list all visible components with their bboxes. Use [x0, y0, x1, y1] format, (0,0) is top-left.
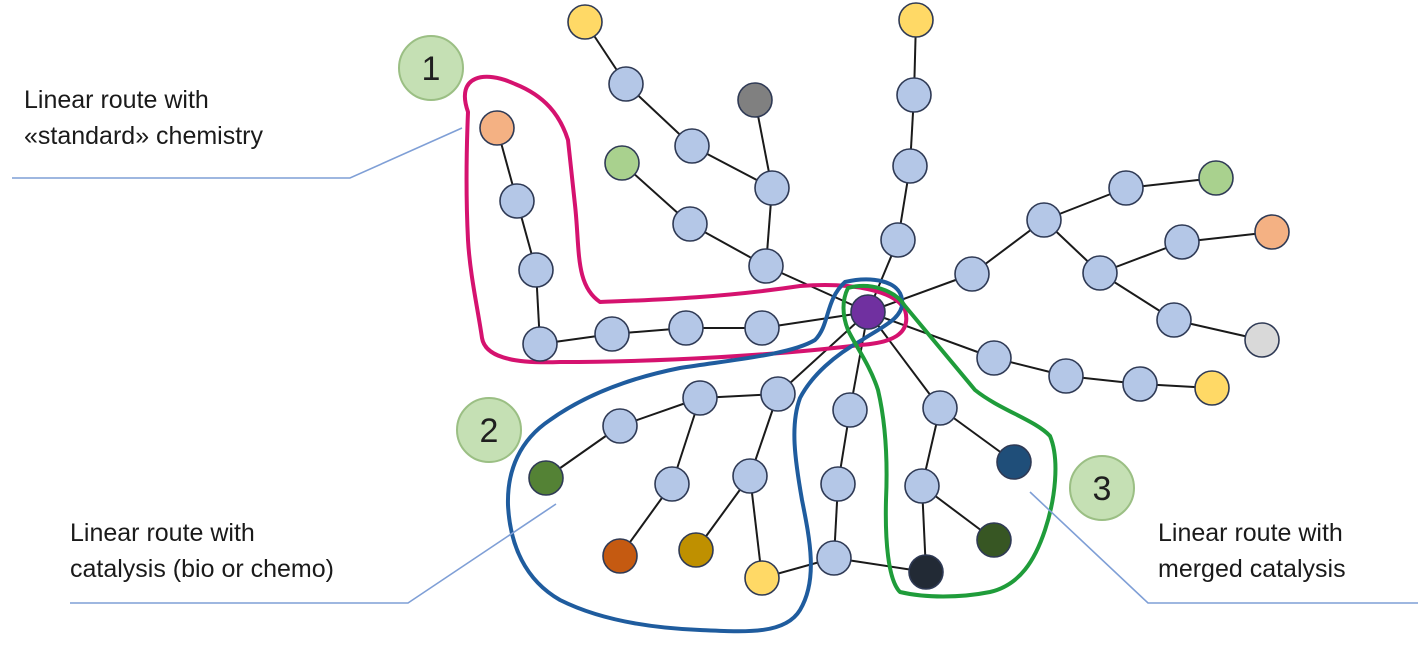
route-2-label-line-2: catalysis (bio or chemo)	[70, 555, 334, 583]
route-1-label: Linear route with «standard» chemistry	[24, 82, 263, 154]
node-g1	[922, 390, 958, 426]
node-g4	[976, 522, 1012, 558]
node-a6	[1164, 224, 1200, 260]
node-b8	[678, 532, 714, 568]
node-b1	[760, 376, 796, 412]
network-nodes	[479, 2, 1290, 596]
node-g5	[908, 554, 944, 590]
badge-3: 3	[1069, 455, 1135, 521]
node-u1	[748, 248, 784, 284]
badge-2-circle	[456, 397, 522, 463]
badge-1-text: 1	[422, 50, 441, 88]
route-3-label-line-2: merged catalysis	[1158, 555, 1346, 583]
route-2-outline	[505, 277, 905, 634]
callout-line-3	[1029, 491, 1418, 604]
node-l3	[594, 316, 630, 352]
route-1-label-line-1: Linear route with	[24, 86, 209, 114]
badge-1: 1	[398, 35, 464, 101]
node-l7	[479, 110, 515, 146]
node-u5	[674, 128, 710, 164]
route-2-label: Linear route with catalysis (bio or chem…	[70, 515, 334, 587]
node-b6	[602, 538, 638, 574]
edge-t-a1	[867, 273, 973, 313]
node-a5	[1082, 255, 1118, 291]
node-b2	[682, 380, 718, 416]
node-b9	[744, 560, 780, 596]
node-a10	[976, 340, 1012, 376]
route-1-outline	[462, 74, 909, 365]
node-a9	[1244, 322, 1280, 358]
node-b3	[602, 408, 638, 444]
badge-3-circle	[1069, 455, 1135, 521]
route-2-label-line-1: Linear route with	[70, 519, 255, 547]
node-c1	[832, 392, 868, 428]
node-a11	[1048, 358, 1084, 394]
node-u6	[608, 66, 644, 102]
badge-2: 2	[456, 397, 522, 463]
node-u8	[737, 82, 773, 118]
node-a1	[954, 256, 990, 292]
edge-t-l1	[761, 311, 869, 329]
node-b5	[654, 466, 690, 502]
route-outlines	[462, 74, 1058, 634]
node-v2	[892, 148, 928, 184]
node-a12	[1122, 366, 1158, 402]
node-u2	[672, 206, 708, 242]
node-l4	[522, 326, 558, 362]
node-v4	[898, 2, 934, 38]
node-a2	[1026, 202, 1062, 238]
node-a4	[1198, 160, 1234, 196]
node-c3	[816, 540, 852, 576]
node-b4	[528, 460, 564, 496]
badge-3-text: 3	[1093, 470, 1112, 508]
node-a13	[1194, 370, 1230, 406]
route-1-label-line-2: «standard» chemistry	[24, 122, 264, 150]
node-l1	[744, 310, 780, 346]
callout-line-1	[12, 127, 463, 179]
node-b7	[732, 458, 768, 494]
node-v1	[880, 222, 916, 258]
node-l6	[499, 183, 535, 219]
node-a3	[1108, 170, 1144, 206]
route-3-outline	[841, 284, 1058, 599]
target-node	[850, 294, 886, 330]
node-u7	[567, 4, 603, 40]
node-g3	[904, 468, 940, 504]
route-3-label: Linear route with merged catalysis	[1158, 515, 1346, 587]
node-a8	[1156, 302, 1192, 338]
route-badges: 1 2 3	[398, 35, 1135, 521]
callout-line-2	[70, 503, 557, 604]
node-a7	[1254, 214, 1290, 250]
node-g2	[996, 444, 1032, 480]
edge-t-b1	[777, 311, 869, 395]
node-l5	[518, 252, 554, 288]
edge-t-u1	[765, 265, 869, 313]
badge-2-text: 2	[480, 412, 499, 450]
node-c2	[820, 466, 856, 502]
node-l2	[668, 310, 704, 346]
callout-lines	[12, 127, 1418, 604]
route-3-label-line-1: Linear route with	[1158, 519, 1343, 547]
node-u3	[604, 145, 640, 181]
node-u4	[754, 170, 790, 206]
node-v3	[896, 77, 932, 113]
badge-1-circle	[398, 35, 464, 101]
